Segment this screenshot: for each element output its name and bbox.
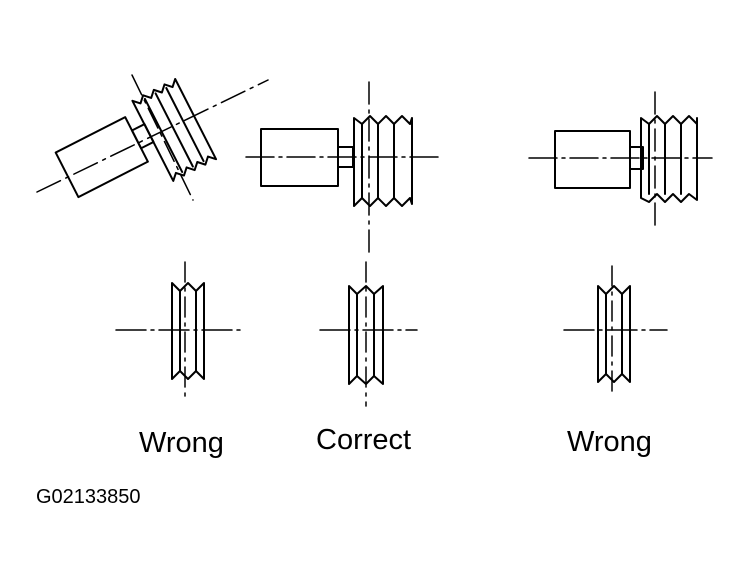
edge-view-left xyxy=(115,261,243,399)
motor-pulley-offset xyxy=(528,91,713,226)
pulley-edge-center xyxy=(348,285,384,385)
label-wrong-right: Wrong xyxy=(567,426,652,458)
motor-shaft-offset xyxy=(629,146,644,170)
motor-body-offset xyxy=(554,130,631,189)
pulley-offset xyxy=(640,115,698,203)
motor-pulley-correct xyxy=(245,81,441,253)
pulley-angled xyxy=(131,77,218,182)
pulley-edge-right xyxy=(597,285,631,383)
label-correct: Correct xyxy=(316,424,412,456)
motor-pulley-angled xyxy=(36,74,269,201)
figure-code: G02133850 xyxy=(36,486,141,508)
pulley-edge-left xyxy=(171,282,205,380)
label-wrong-left: Wrong xyxy=(139,427,224,459)
edge-view-center xyxy=(319,261,418,407)
edge-view-right xyxy=(563,265,668,397)
